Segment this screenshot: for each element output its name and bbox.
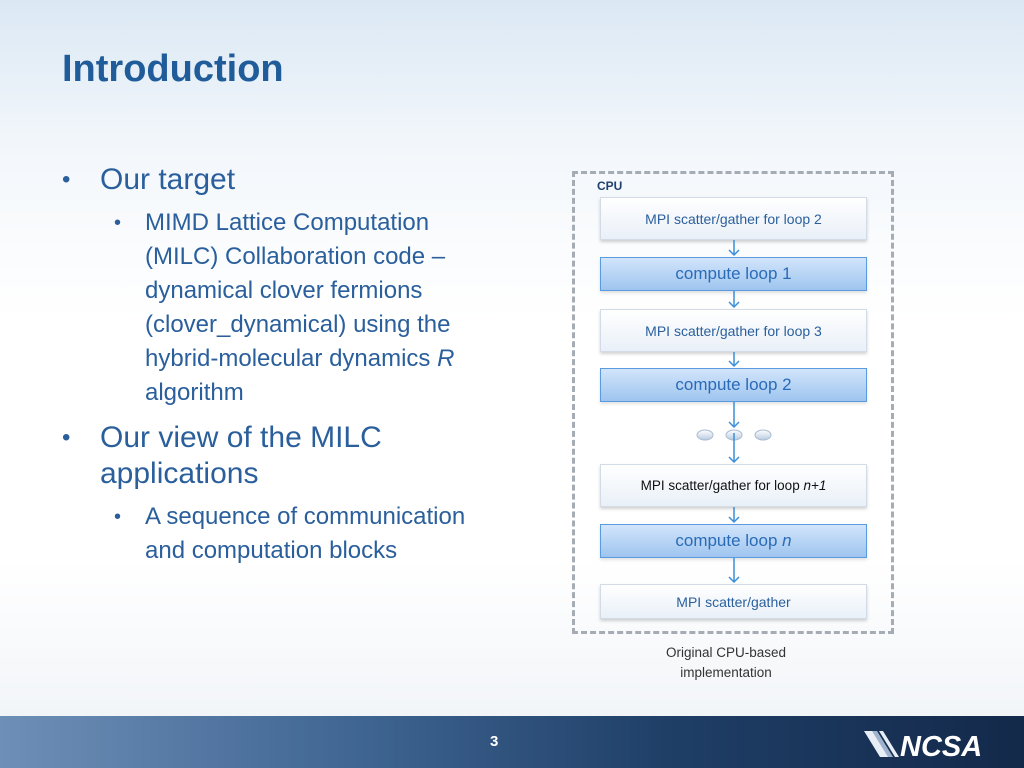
mpi-block-loop-2: MPI scatter/gather for loop 2 [600, 197, 867, 240]
block-label-italic: n [782, 531, 792, 550]
arrow-down-icon [728, 558, 740, 584]
bullet-list: • Our target • MIMD Lattice Computation … [58, 162, 498, 578]
compute-block-loop-n: compute loop n [600, 524, 867, 558]
mpi-block-loop-3: MPI scatter/gather for loop 3 [600, 309, 867, 352]
logo-text: NCSA [900, 731, 982, 762]
sub-bullet-text: A sequence of communication and computat… [145, 503, 466, 564]
diagram-caption: Original CPU-based implementation [640, 643, 812, 683]
slide-title: Introduction [62, 48, 284, 90]
cpu-label: CPU [597, 179, 623, 193]
block-label: MPI scatter/gather for loop 3 [645, 322, 822, 339]
block-label: compute loop [675, 531, 783, 550]
arrow-down-icon [728, 352, 740, 368]
footer-bar [0, 716, 1024, 768]
page-number: 3 [490, 733, 499, 750]
sub-bullet-text: MIMD Lattice Computation (MILC) Collabor… [145, 209, 451, 372]
bullet-dot: • [114, 506, 122, 528]
italic-r: R [437, 345, 455, 372]
ncsa-logo-icon: NCSA [864, 731, 982, 762]
arrow-down-icon [728, 433, 740, 464]
caption-line-2: implementation [680, 665, 772, 680]
arrow-down-icon [728, 507, 740, 524]
cpu-frame [572, 171, 894, 634]
block-label: compute loop 2 [675, 375, 792, 394]
block-label: MPI scatter/gather for loop 2 [645, 210, 822, 227]
block-label: compute loop 1 [675, 264, 792, 283]
block-label: MPI scatter/gather for loop [640, 478, 804, 493]
arrow-down-icon [728, 240, 740, 257]
bullet-our-target: • Our target [58, 162, 498, 198]
sub-bullet-sequence: • A sequence of communication and comput… [58, 500, 498, 568]
bullet-dot: • [62, 424, 71, 451]
block-label-italic: n+1 [803, 478, 827, 493]
mpi-block-final: MPI scatter/gather [600, 584, 867, 619]
block-label: MPI scatter/gather [676, 593, 791, 610]
arrow-down-icon [728, 291, 740, 309]
sub-bullet-milc-code: • MIMD Lattice Computation (MILC) Collab… [58, 206, 498, 410]
arrow-down-icon [728, 402, 740, 429]
mpi-block-loop-n-plus-1: MPI scatter/gather for loop n+1 [600, 464, 867, 507]
bullet-text: Our target [100, 163, 236, 196]
caption-line-1: Original CPU-based [665, 645, 787, 660]
compute-block-loop-1: compute loop 1 [600, 257, 867, 291]
bullet-dot: • [62, 166, 71, 193]
bullet-our-view: • Our view of the MILC applications [58, 420, 498, 492]
bullet-text: Our view of the MILC applications [100, 421, 382, 490]
ellipsis-dots-icon [696, 429, 772, 441]
sub-bullet-text-end: algorithm [145, 379, 244, 406]
compute-block-loop-2: compute loop 2 [600, 368, 867, 402]
bullet-dot: • [114, 212, 122, 234]
